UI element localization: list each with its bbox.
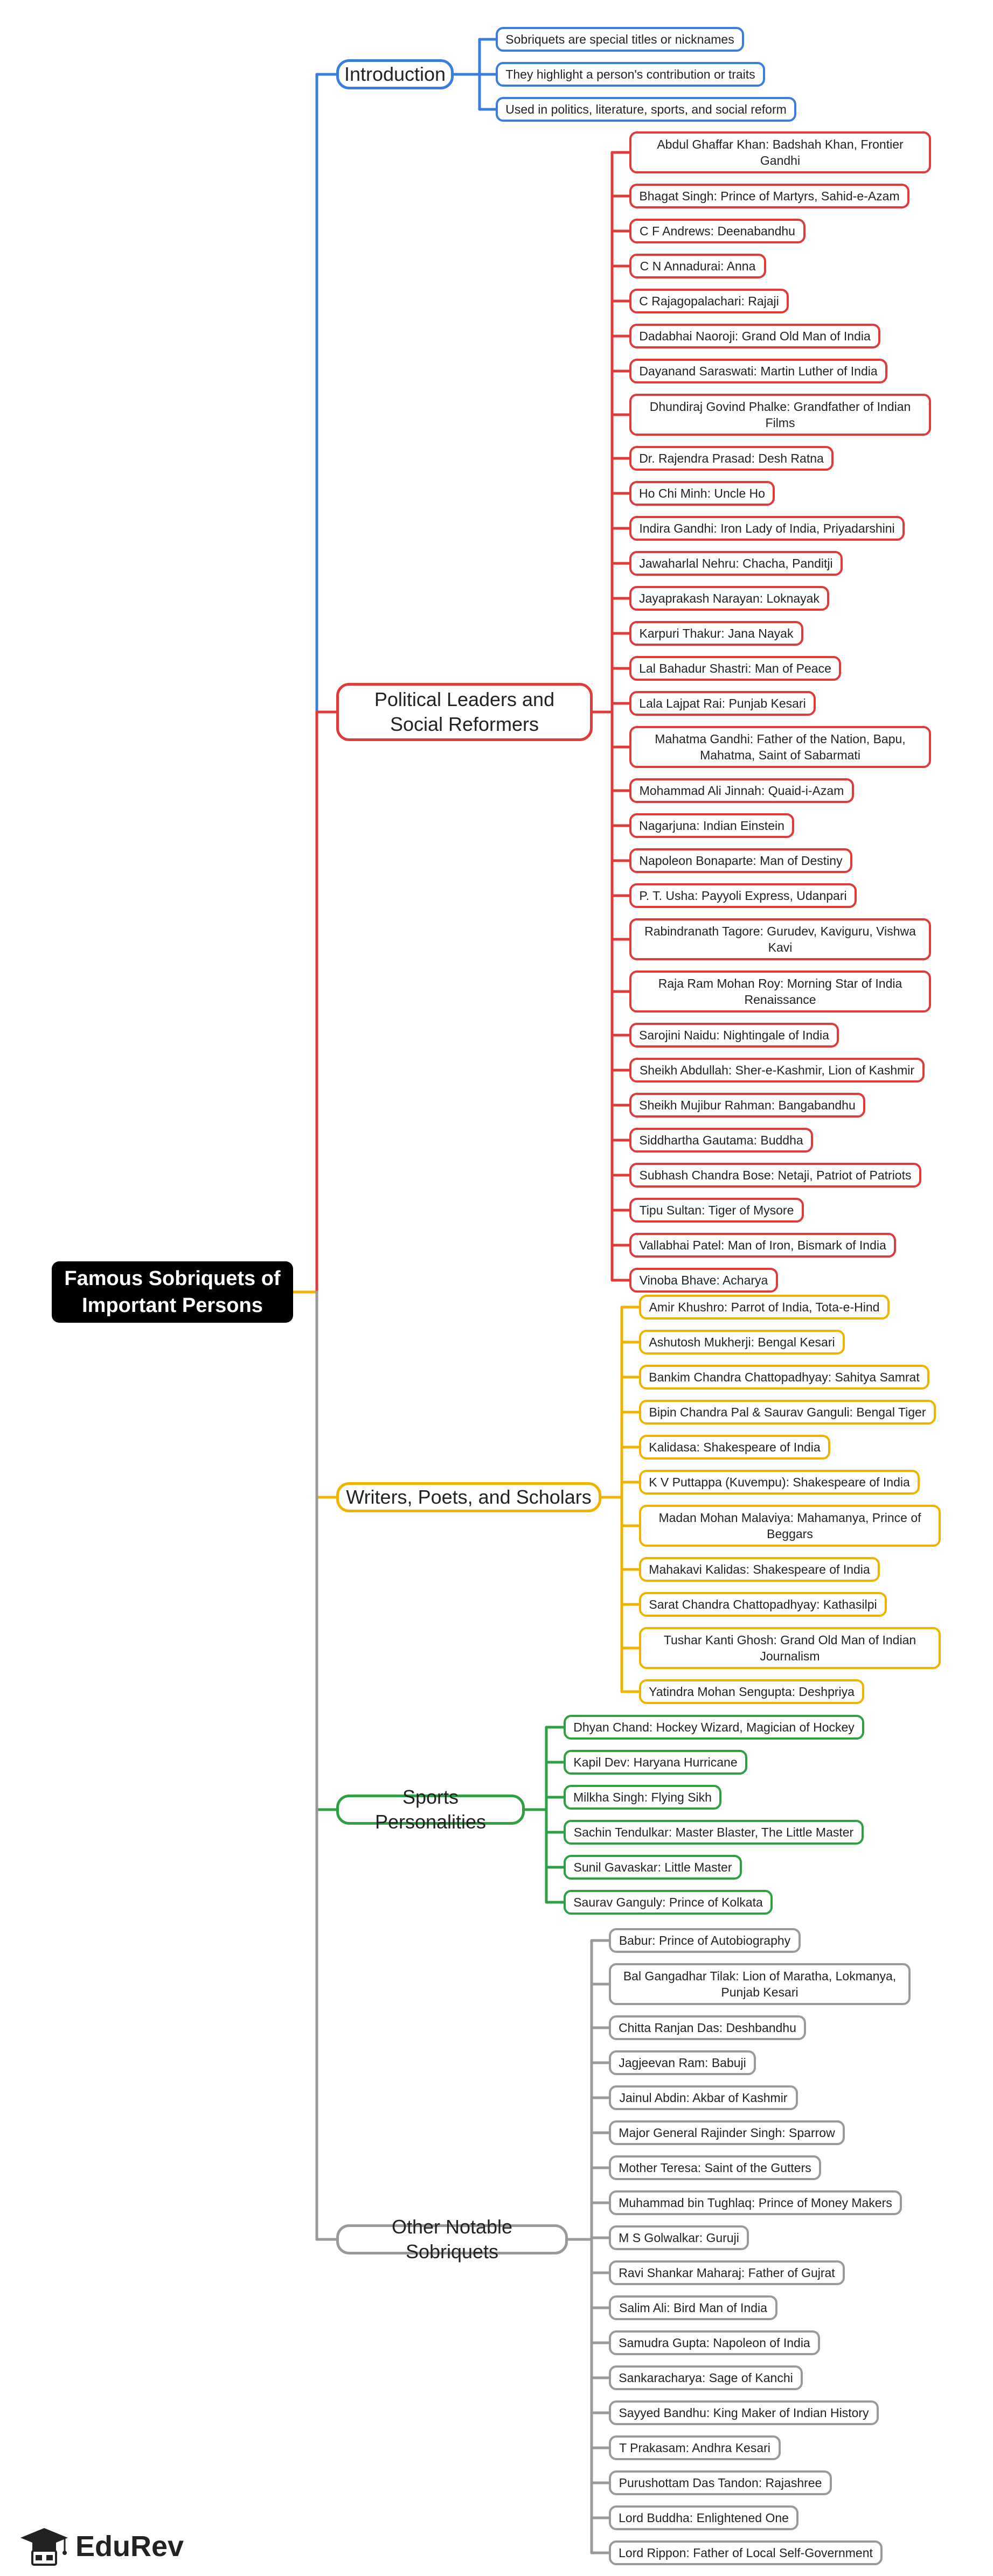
- leaf-node: C N Annadurai: Anna: [629, 254, 766, 278]
- leaf-node: Ravi Shankar Maharaj: Father of Gujrat: [609, 2260, 845, 2285]
- leaf-node: Kalidasa: Shakespeare of India: [639, 1435, 830, 1460]
- leaf-node: Nagarjuna: Indian Einstein: [629, 813, 794, 838]
- leaf-node: Lord Rippon: Father of Local Self-Govern…: [609, 2540, 883, 2565]
- leaf-node: Abdul Ghaffar Khan: Badshah Khan, Fronti…: [629, 131, 931, 173]
- leaf-node: Mohammad Ali Jinnah: Quaid-i-Azam: [629, 778, 854, 803]
- leaf-node: Bhagat Singh: Prince of Martyrs, Sahid-e…: [629, 184, 909, 208]
- leaf-node: Sobriquets are special titles or nicknam…: [496, 27, 744, 52]
- leaf-node: Babur: Prince of Autobiography: [609, 1928, 801, 1953]
- leaf-node: Chitta Ranjan Das: Deshbandhu: [609, 2015, 806, 2040]
- leaf-node: Samudra Gupta: Napoleon of India: [609, 2330, 820, 2355]
- leaf-node: Tushar Kanti Ghosh: Grand Old Man of Ind…: [639, 1627, 941, 1669]
- leaf-node: Salim Ali: Bird Man of India: [609, 2295, 777, 2320]
- leaf-node: Subhash Chandra Bose: Netaji, Patriot of…: [629, 1163, 921, 1188]
- leaf-node: Ho Chi Minh: Uncle Ho: [629, 481, 775, 506]
- branch-node: Introduction: [336, 59, 454, 89]
- leaf-node: Sarojini Naidu: Nightingale of India: [629, 1023, 839, 1048]
- leaf-node: Lal Bahadur Shastri: Man of Peace: [629, 656, 841, 681]
- branch-node: Writers, Poets, and Scholars: [336, 1482, 601, 1512]
- leaf-node: Bipin Chandra Pal & Saurav Ganguli: Beng…: [639, 1400, 936, 1425]
- leaf-node: Bankim Chandra Chattopadhyay: Sahitya Sa…: [639, 1365, 929, 1390]
- leaf-node: Major General Rajinder Singh: Sparrow: [609, 2120, 845, 2145]
- leaf-node: Bal Gangadhar Tilak: Lion of Maratha, Lo…: [609, 1963, 911, 2005]
- leaf-node: Sunil Gavaskar: Little Master: [564, 1855, 742, 1880]
- leaf-node: Karpuri Thakur: Jana Nayak: [629, 621, 803, 646]
- leaf-node: Ashutosh Mukherji: Bengal Kesari: [639, 1330, 845, 1355]
- leaf-node: Mahatma Gandhi: Father of the Nation, Ba…: [629, 726, 931, 768]
- leaf-node: Mother Teresa: Saint of the Gutters: [609, 2155, 821, 2180]
- leaf-node: Jayaprakash Narayan: Loknayak: [629, 586, 829, 611]
- leaf-node: Sheikh Abdullah: Sher-e-Kashmir, Lion of…: [629, 1058, 925, 1083]
- leaf-node: Sayyed Bandhu: King Maker of Indian Hist…: [609, 2400, 879, 2425]
- leaf-node: Vinoba Bhave: Acharya: [629, 1268, 778, 1293]
- leaf-node: Purushottam Das Tandon: Rajashree: [609, 2470, 832, 2495]
- logo-text: EduRev: [75, 2530, 184, 2563]
- leaf-node: Kapil Dev: Haryana Hurricane: [564, 1750, 747, 1775]
- leaf-node: Sachin Tendulkar: Master Blaster, The Li…: [564, 1820, 864, 1845]
- leaf-node: C Rajagopalachari: Rajaji: [629, 289, 789, 313]
- leaf-node: Sankaracharya: Sage of Kanchi: [609, 2365, 803, 2390]
- leaf-node: Napoleon Bonaparte: Man of Destiny: [629, 848, 852, 873]
- leaf-node: Tipu Sultan: Tiger of Mysore: [629, 1198, 804, 1223]
- leaf-node: Madan Mohan Malaviya: Mahamanya, Prince …: [639, 1505, 941, 1547]
- edurev-logo: EduRev: [19, 2526, 184, 2567]
- leaf-node: Dhyan Chand: Hockey Wizard, Magician of …: [564, 1715, 864, 1740]
- leaf-node: Sheikh Mujibur Rahman: Bangabandhu: [629, 1093, 865, 1118]
- leaf-node: Rabindranath Tagore: Gurudev, Kaviguru, …: [629, 918, 931, 960]
- leaf-node: Mahakavi Kalidas: Shakespeare of India: [639, 1557, 880, 1582]
- leaf-node: Used in politics, literature, sports, an…: [496, 97, 796, 122]
- leaf-node: C F Andrews: Deenabandhu: [629, 219, 805, 243]
- leaf-node: T Prakasam: Andhra Kesari: [609, 2435, 781, 2460]
- leaf-node: P. T. Usha: Payyoli Express, Udanpari: [629, 883, 857, 908]
- leaf-node: Dayanand Saraswati: Martin Luther of Ind…: [629, 359, 887, 383]
- branch-node: Sports Personalities: [336, 1786, 525, 1833]
- root-node: Famous Sobriquets of Important Persons: [52, 1261, 293, 1323]
- leaf-node: Yatindra Mohan Sengupta: Deshpriya: [639, 1679, 864, 1704]
- leaf-node: Lord Buddha: Enlightened One: [609, 2505, 798, 2530]
- leaf-node: They highlight a person's contribution o…: [496, 62, 765, 87]
- leaf-node: Jagjeevan Ram: Babuji: [609, 2050, 756, 2075]
- leaf-node: Dr. Rajendra Prasad: Desh Ratna: [629, 446, 834, 471]
- leaf-node: Lala Lajpat Rai: Punjab Kesari: [629, 691, 816, 716]
- branch-node: Other Notable Sobriquets: [336, 2216, 568, 2263]
- leaf-node: Vallabhai Patel: Man of Iron, Bismark of…: [629, 1233, 896, 1258]
- leaf-node: Dhundiraj Govind Phalke: Grandfather of …: [629, 394, 931, 436]
- leaf-node: Jawaharlal Nehru: Chacha, Panditji: [629, 551, 843, 576]
- leaf-node: Milkha Singh: Flying Sikh: [564, 1785, 721, 1810]
- leaf-node: Jainul Abdin: Akbar of Kashmir: [609, 2085, 798, 2110]
- leaf-node: M S Golwalkar: Guruji: [609, 2225, 749, 2250]
- leaf-node: Raja Ram Mohan Roy: Morning Star of Indi…: [629, 971, 931, 1013]
- leaf-node: Dadabhai Naoroji: Grand Old Man of India: [629, 324, 880, 348]
- leaf-node: Sarat Chandra Chattopadhyay: Kathasilpi: [639, 1592, 887, 1617]
- leaf-node: Indira Gandhi: Iron Lady of India, Priya…: [629, 516, 905, 541]
- leaf-node: Saurav Ganguly: Prince of Kolkata: [564, 1890, 773, 1915]
- leaf-node: Muhammad bin Tughlaq: Prince of Money Ma…: [609, 2190, 902, 2215]
- leaf-node: K V Puttappa (Kuvempu): Shakespeare of I…: [639, 1470, 920, 1495]
- leaf-node: Amir Khushro: Parrot of India, Tota-e-Hi…: [639, 1295, 890, 1320]
- graduation-cap-icon: [20, 2528, 68, 2566]
- branch-node: Political Leaders and Social Reformers: [336, 683, 593, 741]
- leaf-node: Siddhartha Gautama: Buddha: [629, 1128, 813, 1153]
